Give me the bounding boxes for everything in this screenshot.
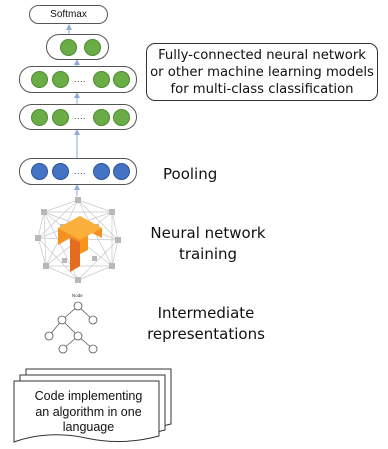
softmax-label: Softmax (50, 9, 87, 20)
code-text-line: an algorithm in one (35, 404, 142, 419)
code-document-text: Code implementing an algorithm in one la… (16, 389, 161, 436)
fc-node (113, 71, 130, 88)
intermediate-label-line: Intermediate (157, 304, 255, 322)
pool-ellipsis: .... (74, 166, 87, 176)
fc-layer-output (46, 34, 109, 60)
fc-node (93, 108, 110, 126)
tree-icon (44, 301, 98, 354)
pool-node (113, 163, 130, 180)
intermediate-label: Intermediate representations (136, 303, 276, 345)
tree-root-label: Node (72, 293, 83, 298)
fc-layer-hidden-1: .... (19, 66, 137, 93)
fc-description-line: Fully-connected neural network (158, 48, 366, 63)
fc-node (60, 38, 77, 56)
framework-logo (58, 216, 102, 272)
fc-layer-hidden-2: .... (19, 104, 137, 130)
neural-network-icon (35, 197, 121, 283)
training-label: Neural network training (143, 223, 273, 265)
fc-node (52, 71, 69, 88)
fc-node (31, 108, 48, 126)
softmax-box: Softmax (29, 5, 108, 24)
code-text-line: Code implementing (34, 389, 143, 403)
pool-node (93, 163, 110, 180)
pooling-label: Pooling (163, 165, 218, 183)
code-document-front (13, 380, 160, 443)
fc-ellipsis: .... (74, 74, 87, 84)
fc-description-box: Fully-connected neural network or other … (146, 43, 378, 101)
fc-node (93, 71, 110, 88)
fc-node (84, 38, 101, 56)
code-documents-icon (13, 368, 172, 443)
fc-description-line: or other machine learning models (150, 65, 374, 80)
pool-node (31, 163, 48, 180)
fc-node (52, 108, 69, 126)
fc-node (31, 71, 48, 88)
fc-node (113, 108, 130, 126)
pooling-layer: .... (19, 158, 137, 185)
intermediate-label-line: representations (147, 325, 265, 343)
training-label-line: Neural network (150, 224, 266, 242)
fc-ellipsis: .... (74, 111, 87, 121)
code-text-line: language (62, 420, 115, 434)
pool-node (52, 163, 69, 180)
training-label-line: training (178, 245, 238, 263)
fc-description-line: for multi-class classification (170, 82, 354, 97)
